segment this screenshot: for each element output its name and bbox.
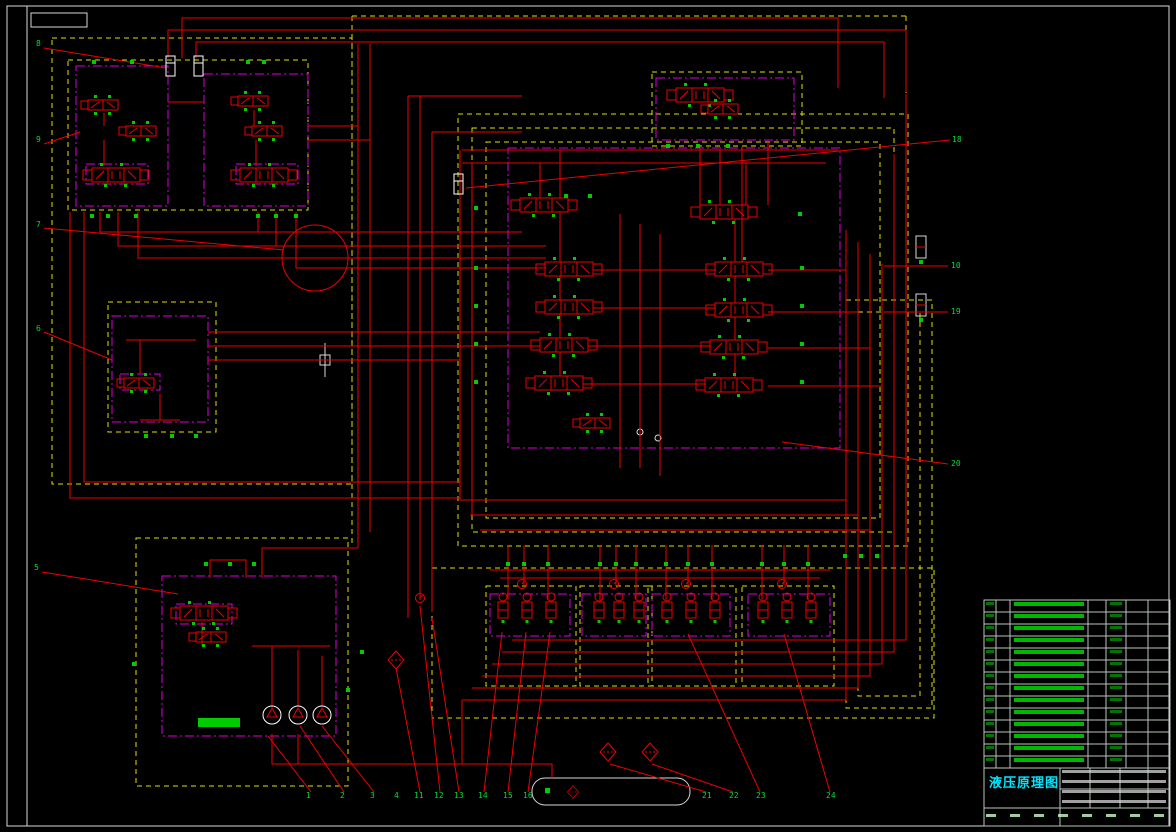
directional-valve-icon [705, 256, 773, 282]
pressure-gauge-icon [777, 579, 787, 589]
callout-21: 21 [702, 791, 712, 800]
callout-16: 16 [523, 791, 533, 800]
directional-valve-icon [535, 256, 603, 282]
pilot-valve-icon [188, 626, 227, 648]
callout-23: 23 [756, 791, 766, 800]
callout-2: 2 [340, 791, 345, 800]
solenoid-valve-icon [709, 592, 721, 624]
title-block-layer [983, 599, 1171, 827]
filter-icon [641, 742, 659, 762]
callout-9: 9 [36, 135, 41, 144]
callout-18: 18 [952, 135, 962, 144]
directional-valve-icon [535, 294, 603, 320]
solenoid-valve-icon [521, 592, 533, 624]
module-borders-layer [75, 65, 841, 737]
pilot-valve-icon [118, 120, 157, 142]
pump-icon [288, 705, 308, 725]
solenoid-valve-icon [685, 592, 697, 624]
pilot-valve-icon [230, 90, 269, 112]
pump-icon [262, 705, 282, 725]
callout-8: 8 [36, 39, 41, 48]
callout-4: 4 [394, 791, 399, 800]
directional-valve-icon [690, 199, 758, 225]
pilot-valve-icon [80, 94, 119, 116]
pressure-gauge-icon [609, 579, 619, 589]
solenoid-valve-icon [757, 592, 769, 624]
callout-11: 11 [414, 791, 424, 800]
directional-valve-icon [666, 82, 734, 108]
callout-19: 19 [951, 307, 961, 316]
callout-12: 12 [434, 791, 444, 800]
directional-valve-icon [525, 370, 593, 396]
solenoid-valve-icon [661, 592, 673, 624]
callout-14: 14 [478, 791, 488, 800]
callout-5: 5 [34, 563, 39, 572]
drawing-title: 液压原理图 [988, 775, 1059, 790]
directional-valve-icon [230, 162, 298, 188]
solenoid-valve-icon [805, 592, 817, 624]
filter-icon [599, 742, 617, 762]
callout-24: 24 [826, 791, 836, 800]
pilot-valve-icon [244, 120, 283, 142]
accumulator-icon [193, 55, 204, 77]
callout-20: 20 [951, 459, 961, 468]
solenoid-valve-icon [633, 592, 645, 624]
pilot-valve-icon [572, 412, 611, 434]
directional-valve-icon [700, 334, 768, 360]
symbols-layer [80, 55, 817, 799]
solenoid-valve-icon [593, 592, 605, 624]
callout-7: 7 [36, 220, 41, 229]
callout-1: 1 [306, 791, 311, 800]
callout-22: 22 [729, 791, 739, 800]
callout-15: 15 [503, 791, 513, 800]
ports-layer [90, 60, 923, 793]
pump-icon [312, 705, 332, 725]
directional-valve-icon [695, 372, 763, 398]
pressure-gauge-icon [681, 579, 691, 589]
solenoid-valve-icon [781, 592, 793, 624]
directional-valve-icon [170, 600, 238, 626]
directional-valve-icon [705, 297, 773, 323]
solenoid-valve-icon [545, 592, 557, 624]
filter-icon [567, 785, 579, 799]
callout-10: 10 [951, 261, 961, 270]
pipes-layer [41, 17, 951, 793]
solenoid-valve-icon [497, 592, 509, 624]
directional-valve-icon [530, 332, 598, 358]
callout-13: 13 [454, 791, 464, 800]
callout-6: 6 [36, 324, 41, 333]
filter-icon [387, 650, 405, 670]
pressure-gauge-icon [517, 579, 527, 589]
callout-3: 3 [370, 791, 375, 800]
solenoid-valve-icon [613, 592, 625, 624]
directional-valve-icon [82, 162, 150, 188]
